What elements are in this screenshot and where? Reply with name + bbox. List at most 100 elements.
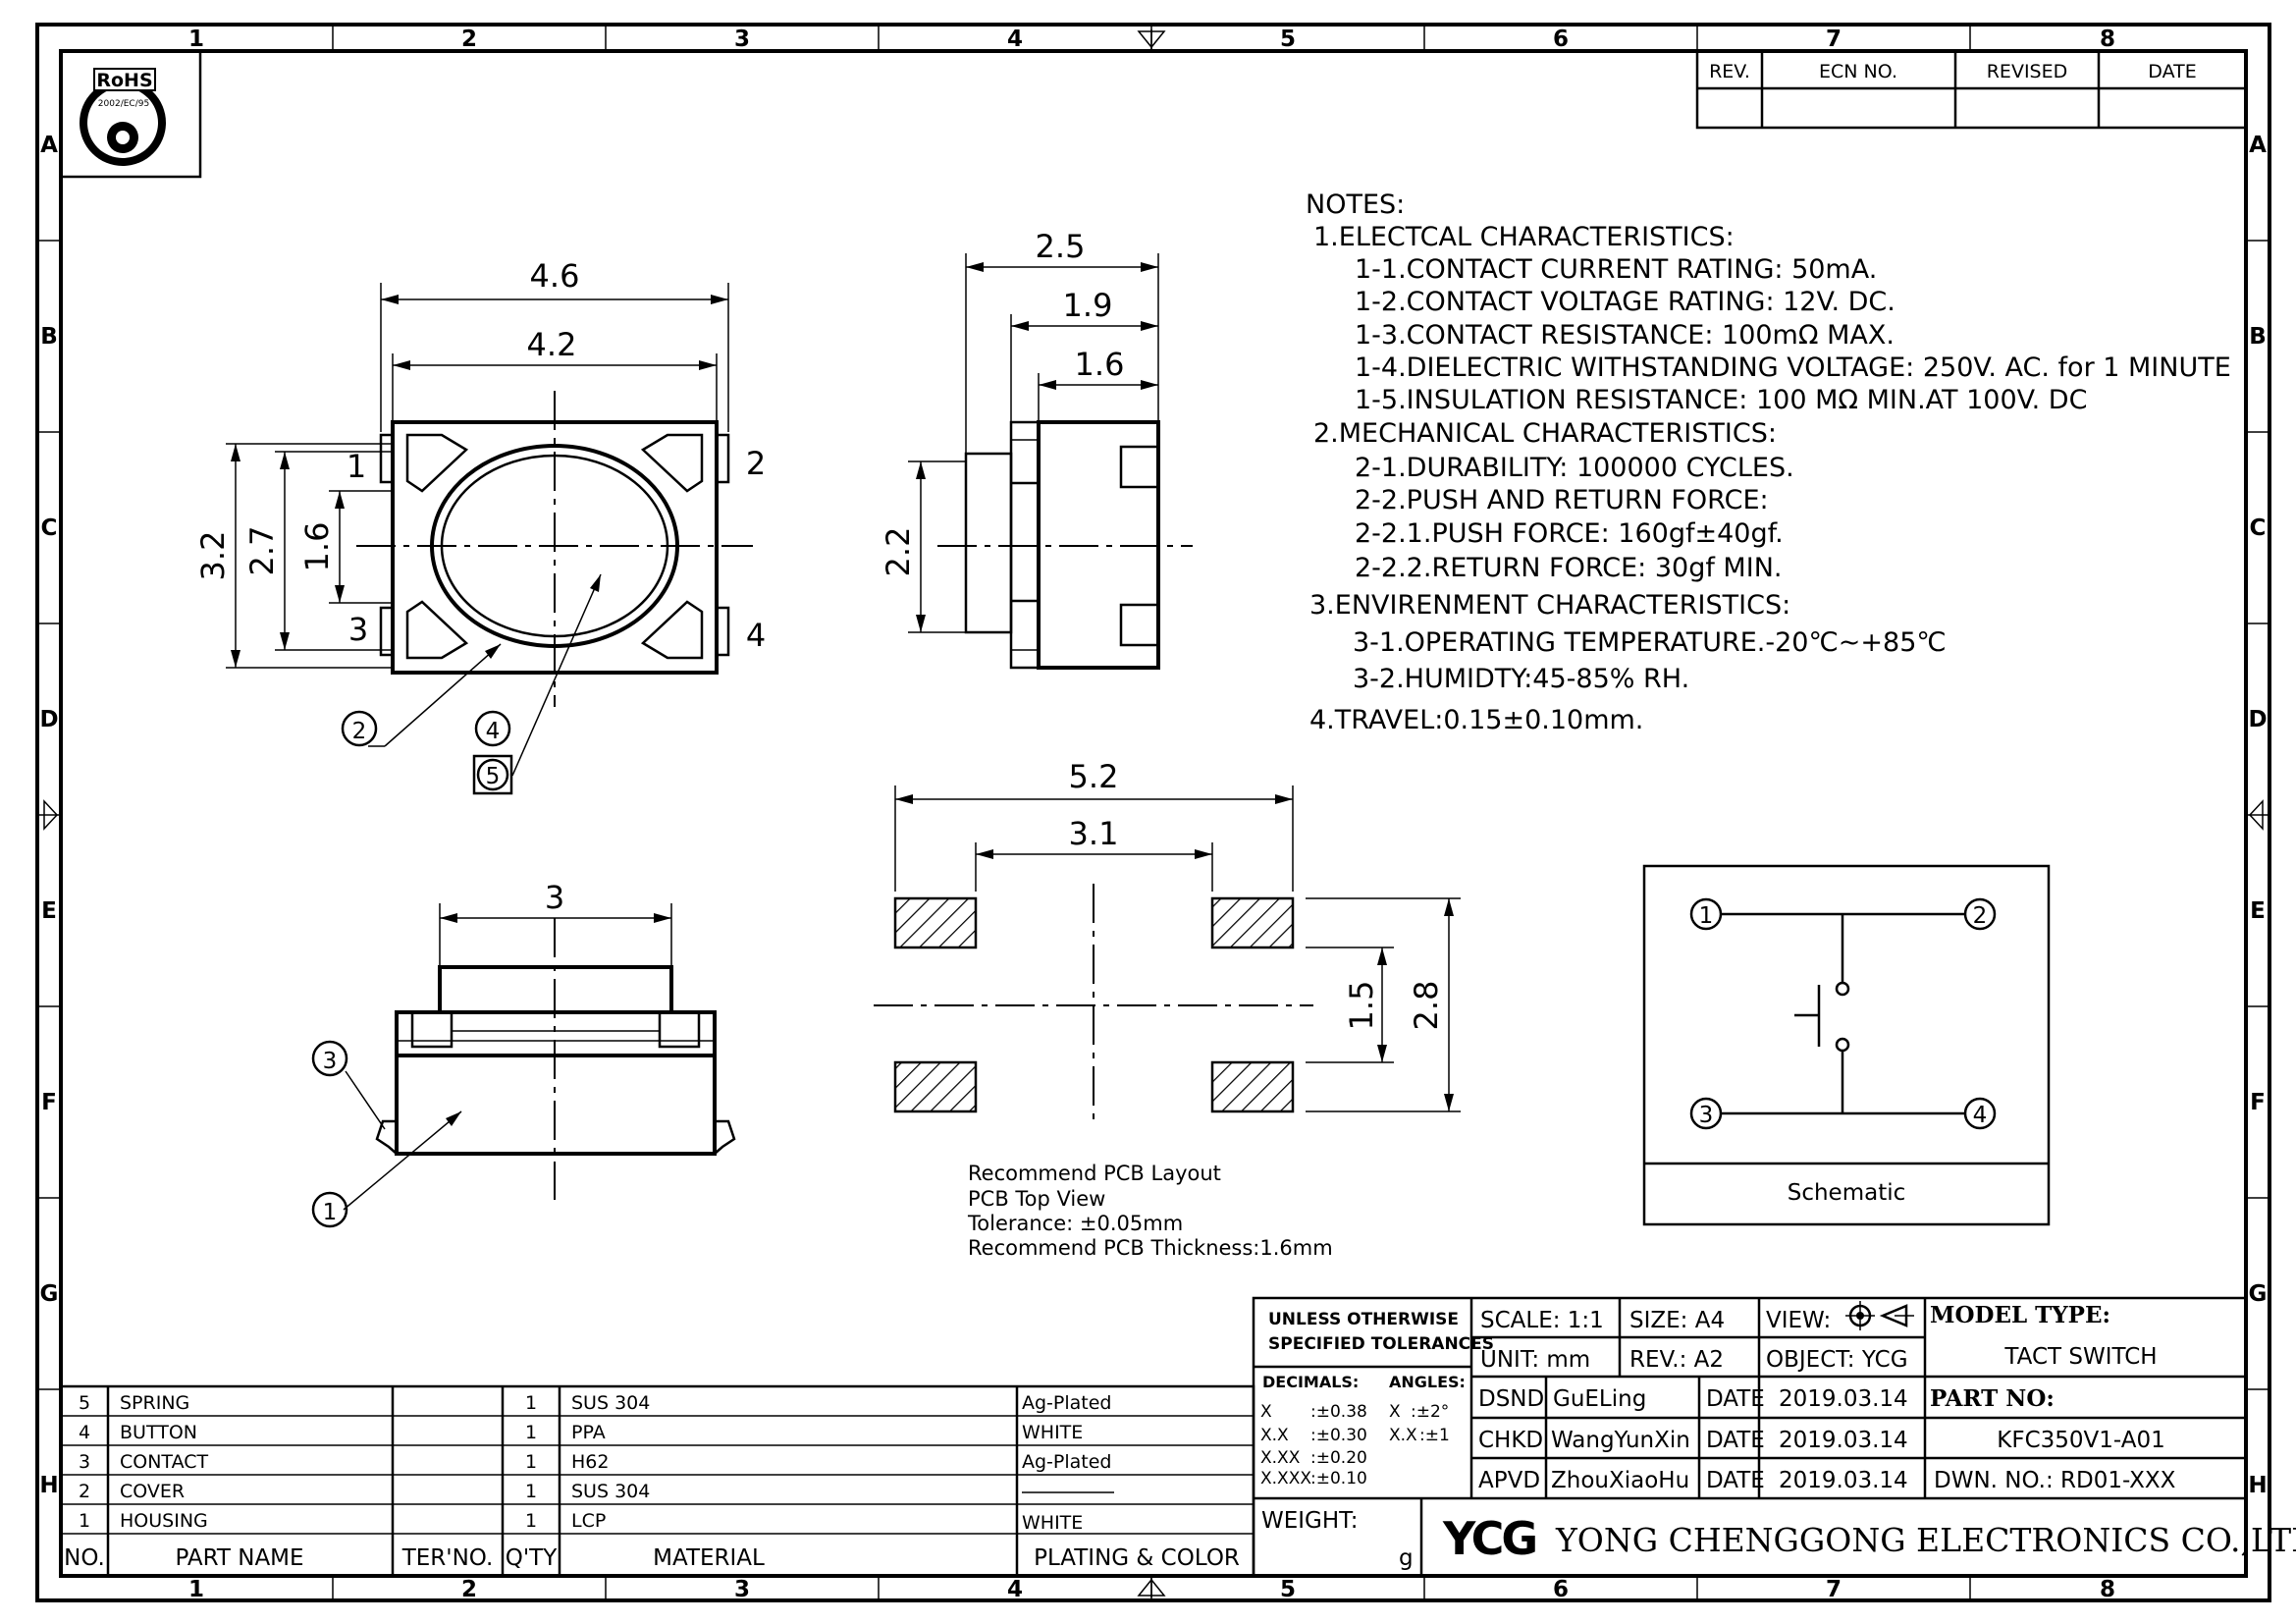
zone-row-d: D [39, 707, 58, 732]
date-header: DATE [2148, 61, 2196, 82]
front-view: 3 3 1 [311, 879, 736, 1228]
part-no-label: PART NO: [1930, 1385, 2055, 1412]
schematic-pin-2: 2 [1973, 903, 1988, 929]
zone-col-6-bottom: 6 [1553, 1577, 1569, 1602]
parts-header-material: MATERIAL [653, 1545, 765, 1571]
zone-col-8-bottom: 8 [2100, 1577, 2115, 1602]
balloon-1: 1 [323, 1200, 338, 1225]
balloon-3: 3 [323, 1049, 338, 1074]
top-pin-3: 3 [348, 611, 368, 648]
top-view: 1 2 3 4 4.6 4.2 3.2 2.7 1.6 [194, 257, 766, 795]
pcb-note-3: Tolerance: ±0.05mm [967, 1212, 1183, 1235]
dim-pcb-h-inner: 1.5 [1343, 981, 1380, 1031]
zone-row-f-right: F [2250, 1090, 2266, 1115]
chkd-date: 2019.03.14 [1779, 1428, 1908, 1453]
scale-field: SCALE: 1:1 [1480, 1308, 1604, 1333]
rohs-label: RoHS [96, 70, 152, 91]
zone-col-1-bottom: 1 [188, 1577, 204, 1602]
unit-field: UNIT: mm [1480, 1347, 1590, 1373]
tol-xxx-val: :±0.20 [1310, 1448, 1367, 1468]
pcb-pad-3 [893, 1060, 978, 1113]
zone-row-e-right: E [2250, 898, 2266, 924]
parts-list: 5 SPRING 1 SUS 304 Ag-Plated 4 BUTTON 1 … [59, 1384, 1255, 1578]
decimals-label: DECIMALS: [1262, 1373, 1359, 1391]
zone-col-3: 3 [734, 27, 750, 52]
zone-col-7-bottom: 7 [1826, 1577, 1842, 1602]
dsnd-date-label: DATE [1706, 1386, 1765, 1412]
tol-x-val: :±0.38 [1310, 1402, 1367, 1422]
tol-xx-val: :±0.30 [1310, 1426, 1367, 1445]
parts-header-name: PART NAME [175, 1545, 303, 1571]
pcb-note-2: PCB Top View [968, 1187, 1105, 1211]
sheet-frame: 1 2 3 4 5 6 7 8 1 2 3 4 5 6 7 8 A B C D … [35, 23, 2271, 1602]
size-field: SIZE: A4 [1629, 1308, 1725, 1333]
note-line-1: 1.ELECTCAL CHARACTERISTICS: [1313, 222, 1735, 252]
zone-row-h-right: H [2248, 1473, 2267, 1498]
note-line-14: 3-2.HUMIDTY:45-85% RH. [1353, 664, 1689, 694]
zone-col-8: 8 [2100, 27, 2115, 52]
part-no-value: KFC350V1-A01 [1997, 1428, 2164, 1453]
part-row-4-material: SUS 304 [571, 1481, 650, 1502]
note-line-9: 2-2.PUSH AND RETURN FORCE: [1355, 485, 1769, 515]
part-row-4-qty: 1 [525, 1481, 537, 1502]
model-type-label: MODEL TYPE: [1930, 1302, 2110, 1328]
top-pin-1: 1 [347, 448, 366, 485]
chkd-value: WangYunXin [1551, 1428, 1690, 1453]
pcb-note-4: Recommend PCB Thickness:1.6mm [968, 1236, 1333, 1260]
part-row-1-name: SPRING [120, 1392, 189, 1414]
model-type-value: TACT SWITCH [2003, 1344, 2157, 1370]
schematic-pin-1: 1 [1699, 903, 1714, 929]
part-row-5-qty: 1 [525, 1510, 537, 1532]
note-line-10: 2-2.1.PUSH FORCE: 160gf±40gf. [1355, 518, 1784, 549]
parts-header-plating: PLATING & COLOR [1034, 1545, 1240, 1571]
dsnd-date: 2019.03.14 [1779, 1386, 1908, 1412]
parts-header-no: NO. [64, 1545, 105, 1571]
dim-side-w2: 1.9 [1063, 287, 1113, 324]
dim-side-w1: 2.5 [1036, 228, 1086, 265]
note-line-13: 3-1.OPERATING TEMPERATURE.-20℃~+85℃ [1353, 627, 1947, 658]
balloon-4: 4 [486, 719, 501, 744]
zone-row-b: B [40, 324, 58, 350]
apvd-label: APVD [1478, 1468, 1540, 1493]
tol-x-key: X [1260, 1402, 1272, 1422]
zone-row-d-right: D [2248, 707, 2267, 732]
notes-title: NOTES: [1306, 189, 1405, 220]
part-row-2-plating: WHITE [1022, 1422, 1083, 1443]
pcb-note-1: Recommend PCB Layout [968, 1162, 1221, 1185]
note-line-2: 1-1.CONTACT CURRENT RATING: 50mA. [1355, 254, 1877, 285]
note-line-12: 3.ENVIRENMENT CHARACTERISTICS: [1309, 590, 1790, 621]
ang-xx-key: X.X [1389, 1426, 1417, 1445]
part-row-3-plating: Ag-Plated [1022, 1451, 1112, 1473]
schematic-pin-4: 4 [1973, 1103, 1988, 1128]
part-row-5-name: HOUSING [120, 1510, 208, 1532]
view-field: VIEW: [1766, 1308, 1831, 1333]
zone-col-3-bottom: 3 [734, 1577, 750, 1602]
revised-header: REVISED [1987, 61, 2068, 82]
zone-col-2: 2 [461, 27, 477, 52]
zone-row-a: A [40, 133, 58, 158]
dim-top-height-inner: 1.6 [298, 522, 336, 572]
apvd-date: 2019.03.14 [1779, 1468, 1908, 1493]
weight-unit: g [1399, 1545, 1414, 1571]
part-row-5-no: 1 [79, 1510, 90, 1532]
tol-xxx-key: X.XX [1260, 1448, 1301, 1468]
apvd-value: ZhouXiaoHu [1551, 1468, 1689, 1493]
schematic: 1 2 3 4 Schematic [1642, 864, 2051, 1226]
zone-col-4-bottom: 4 [1007, 1577, 1023, 1602]
tol-xxxx-val: :±0.10 [1310, 1469, 1367, 1489]
note-line-11: 2-2.2.RETURN FORCE: 30gf MIN. [1355, 553, 1782, 583]
zone-col-2-bottom: 2 [461, 1577, 477, 1602]
dim-top-width-outer: 4.6 [530, 257, 580, 295]
tolerance-title-2: SPECIFIED TOLERANCES [1268, 1334, 1494, 1354]
tolerance-title-1: UNLESS OTHERWISE [1268, 1310, 1459, 1329]
dim-pcb-h-outer: 2.8 [1408, 981, 1445, 1031]
zone-col-5-bottom: 5 [1280, 1577, 1296, 1602]
rev-header: REV. [1709, 61, 1750, 82]
dim-pcb-w-inner: 3.1 [1069, 815, 1119, 852]
zone-row-c: C [41, 515, 58, 541]
company-name: YONG CHENGGONG ELECTRONICS CO.,LTD. [1555, 1521, 2296, 1559]
note-line-15: 4.TRAVEL:0.15±0.10mm. [1309, 705, 1643, 735]
part-row-1-no: 5 [79, 1392, 90, 1414]
part-row-3-no: 3 [79, 1451, 90, 1473]
part-row-4-no: 2 [79, 1481, 90, 1502]
